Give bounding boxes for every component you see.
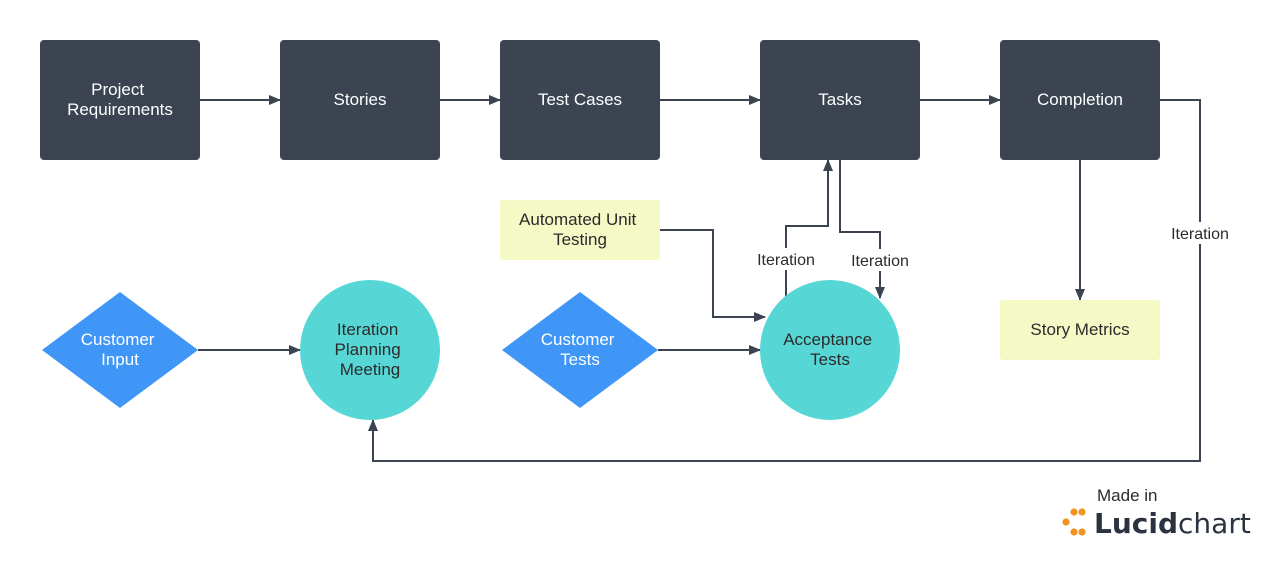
lucidchart-wordmark: Lucidchart [1094, 507, 1251, 540]
edge-unit-testing-to-acceptance [660, 229, 766, 322]
svg-text:Made in: Made in [1097, 486, 1157, 505]
edge-acceptance-to-tasks [785, 159, 833, 297]
node-customer-input[interactable]: Customer Input [42, 292, 198, 408]
svg-text:Completion: Completion [1037, 90, 1123, 109]
node-acceptance-tests[interactable]: Acceptance Tests [760, 280, 900, 420]
node-completion[interactable]: Completion [1000, 40, 1160, 160]
made-in-lucidchart-badge[interactable]: Made in Lucidchart [1062, 486, 1251, 540]
svg-text:Project Requirements: Project Requirements [67, 80, 173, 119]
lucidchart-logo-icon [1062, 508, 1086, 536]
svg-text:Acceptance Tests: Acceptance Tests [783, 330, 877, 369]
node-project-requirements[interactable]: Project Requirements [40, 40, 200, 160]
node-stories[interactable]: Stories [280, 40, 440, 160]
node-iteration-planning-meeting[interactable]: Iteration Planning Meeting [300, 280, 440, 420]
svg-text:Stories: Stories [334, 90, 387, 109]
node-customer-tests[interactable]: Customer Tests [502, 292, 658, 408]
svg-text:Iteration: Iteration [1171, 226, 1229, 243]
svg-text:Iteration: Iteration [757, 252, 815, 269]
svg-text:Test Cases: Test Cases [538, 90, 622, 109]
svg-text:Tasks: Tasks [818, 90, 861, 109]
edge-completion-loop-to-planning [368, 99, 1201, 462]
edge-tasks-to-acceptance [839, 160, 885, 299]
svg-text:Customer Input: Customer Input [81, 330, 159, 369]
svg-text:Iteration: Iteration [851, 253, 909, 270]
svg-text:Iteration Planning: Iteration Planning Meeting [335, 320, 406, 379]
edge-label-acceptance-to-tasks: Iteration [748, 248, 824, 270]
node-test-cases[interactable]: Test Cases [500, 40, 660, 160]
svg-text:Story Metrics: Story Metrics [1030, 320, 1129, 339]
svg-text:Automated Unit Testing: Automated Unit Testing [519, 210, 641, 249]
edge-label-tasks-to-acceptance: Iteration [842, 249, 918, 271]
node-tasks[interactable]: Tasks [760, 40, 920, 160]
svg-text:Customer Tests: Customer Tests [541, 330, 619, 369]
node-automated-unit-testing[interactable]: Automated Unit Testing [500, 200, 660, 260]
node-story-metrics[interactable]: Story Metrics [1000, 300, 1160, 360]
edge-label-completion-loop: Iteration [1161, 222, 1239, 244]
